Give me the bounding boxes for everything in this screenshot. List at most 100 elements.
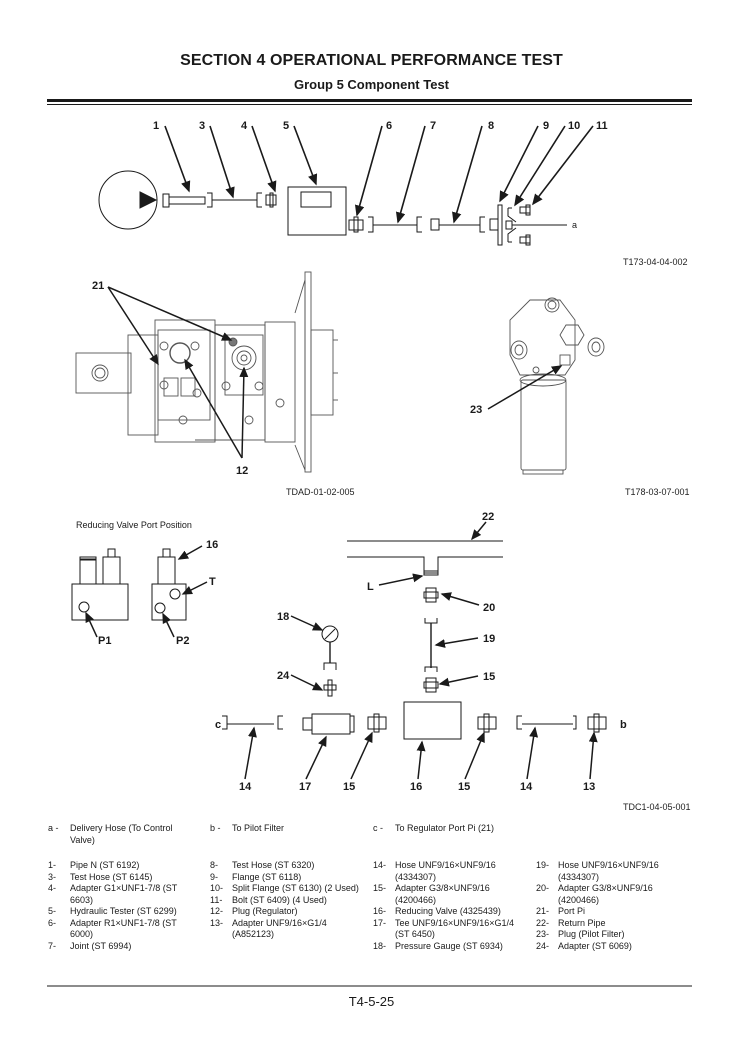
- legend-text: Pipe N (ST 6192): [70, 860, 140, 870]
- label-c: c: [215, 719, 221, 731]
- legend-item: 6-Adapter R1×UNF1-7/8 (ST 6000): [48, 918, 198, 941]
- adapter-15-top: [425, 677, 437, 693]
- legend-item: 22- Return Pipe: [536, 918, 686, 930]
- callout-13: 13: [583, 781, 595, 793]
- legend-text: Hose UNF9/16×UNF9/16 (4334307): [558, 860, 659, 882]
- legend-item: 11- Bolt (ST 6409) (4 Used): [210, 895, 370, 907]
- header-rule: [47, 99, 692, 102]
- legend-key: b -: [210, 823, 221, 833]
- legend-item: 4- Adapter G1×UNF1-7/8 (ST 6603): [48, 883, 198, 906]
- legend-key: 13-: [210, 917, 224, 928]
- callout-18: 18: [277, 611, 289, 623]
- legend-key: 23-: [536, 929, 550, 939]
- legend-key: 16-: [373, 906, 387, 916]
- callout-11: 11: [596, 120, 608, 132]
- callout-21: 21: [92, 280, 104, 292]
- legend-key: 18-: [373, 940, 387, 951]
- callout-10: 10: [568, 120, 580, 132]
- legend-key: a -: [48, 823, 59, 833]
- legend-item: 9-Flange (ST 6118): [210, 872, 370, 884]
- legend-text: Bolt (ST 6409) (4 Used): [232, 894, 327, 905]
- legend-item: 7- Joint (ST 6994): [48, 941, 198, 953]
- legend-key: 7-: [48, 940, 57, 951]
- callout-P1: P1: [98, 635, 111, 647]
- figure-1-test-setup: [98, 125, 594, 246]
- legend-text: Return Pipe: [558, 917, 606, 928]
- port-position-title: Reducing Valve Port Position: [76, 520, 192, 530]
- callout-4: 4: [241, 120, 248, 132]
- callout-14-left: 14: [239, 781, 252, 793]
- legend-key: 21-: [536, 906, 550, 916]
- adapter-24: [323, 684, 337, 691]
- adapter-15-right: [477, 716, 497, 730]
- bolt-11-top: [519, 206, 531, 214]
- tester-display: [300, 191, 332, 208]
- legend-item: 5- Hydraulic Tester (ST 6299): [48, 906, 198, 918]
- callout-P2: P2: [176, 635, 189, 647]
- legend-key: 8-: [210, 860, 219, 870]
- callout-16-port: 16: [206, 539, 218, 551]
- legend-item: 19-Hose UNF9/16×UNF9/16 (4334307): [536, 860, 686, 883]
- legend-letter-b: b -To Pilot Filter: [210, 823, 360, 835]
- figure-3-pilot-filter: [509, 297, 605, 475]
- legend-key: 22-: [536, 917, 550, 928]
- legend-text: Joint (ST 6994): [70, 940, 132, 951]
- legend-text: Hydraulic Tester (ST 6299): [70, 906, 177, 916]
- pipe-n: [162, 193, 170, 208]
- callout-12: 12: [236, 465, 248, 477]
- legend-key: 11-: [210, 894, 223, 905]
- callout-5: 5: [283, 120, 289, 132]
- callout-19: 19: [483, 633, 495, 645]
- legend-text: Adapter UNF9/16×G1/4 (A852123): [232, 917, 327, 940]
- legend-item: 1-Pipe N (ST 6192): [48, 860, 198, 872]
- legend-key: 24-: [536, 940, 550, 951]
- legend-key: 4-: [48, 883, 57, 893]
- legend-item: 12-Plug (Regulator): [210, 906, 370, 918]
- legend-text: Split Flange (ST 6130) (2 Used): [232, 883, 359, 893]
- group-title: Group 5 Component Test: [293, 77, 450, 92]
- figure-5-pilot-test: [222, 521, 607, 780]
- legend-text: Flange (ST 6118): [232, 871, 302, 882]
- legend-key: c -: [373, 823, 383, 833]
- legend-item: 21-Port Pi: [536, 906, 686, 918]
- legend-key: 15-: [373, 883, 387, 893]
- arrow-23: [487, 365, 563, 410]
- legend-item: 14-Hose UNF9/16×UNF9/16 (4334307): [373, 860, 523, 883]
- legend-text: Adapter G1×UNF1-7/8 (ST 6603): [70, 883, 178, 905]
- callout-20: 20: [483, 602, 495, 614]
- figure-1-callouts: 1 3 4 5 6 7 8 9 10 11 a: [153, 120, 608, 230]
- legend-text: Reducing Valve (4325439): [395, 906, 501, 916]
- joint-7: [430, 218, 440, 231]
- legend-column-4: 19-Hose UNF9/16×UNF9/16 (4334307) 20- Ada…: [536, 860, 686, 952]
- legend-item: 13- Adapter UNF9/16×G1/4 (A852123): [210, 918, 370, 941]
- legend-text: Plug (Pilot Filter): [558, 929, 625, 939]
- legend-key: 20-: [536, 883, 550, 893]
- legend-key: 5-: [48, 906, 57, 916]
- legend-item: 10- Split Flange (ST 6130) (2 Used): [210, 883, 370, 895]
- label-a: a: [572, 220, 577, 230]
- callout-7: 7: [430, 120, 436, 132]
- split-flange-10: [507, 207, 517, 243]
- legend-key: 6-: [48, 917, 57, 928]
- adapter-6: [348, 219, 364, 231]
- callout-T: T: [209, 576, 216, 588]
- legend-text: Adapter (ST 6069): [558, 940, 632, 951]
- pump-arrow-icon: [139, 191, 158, 209]
- legend-letter-c: c -To Regulator Port Pi (21): [373, 823, 543, 835]
- legend-key: 10-: [210, 883, 224, 893]
- legend-text: Adapter G3/8×UNF9/16 (4200466): [395, 883, 490, 905]
- section-title: SECTION 4 OPERATIONAL PERFORMANCE TEST: [180, 52, 563, 69]
- adapter-4: [265, 194, 277, 206]
- figure-5-caption: TDC1-04-05-001: [623, 802, 691, 812]
- legend-text: Delivery Hose (To Control Valve): [70, 823, 173, 845]
- legend-key: 12-: [210, 906, 224, 916]
- footer-rule: [47, 985, 692, 987]
- legend-text: Test Hose (ST 6320): [232, 860, 315, 870]
- figure-2-caption: TDAD-01-02-005: [286, 487, 355, 497]
- legend-text: Test Hose (ST 6145): [70, 871, 153, 882]
- legend-item: 15- Adapter G3/8×UNF9/16 (4200466): [373, 883, 523, 906]
- callout-24: 24: [277, 670, 290, 682]
- callout-3: 3: [199, 120, 205, 132]
- callout-22: 22: [482, 511, 494, 523]
